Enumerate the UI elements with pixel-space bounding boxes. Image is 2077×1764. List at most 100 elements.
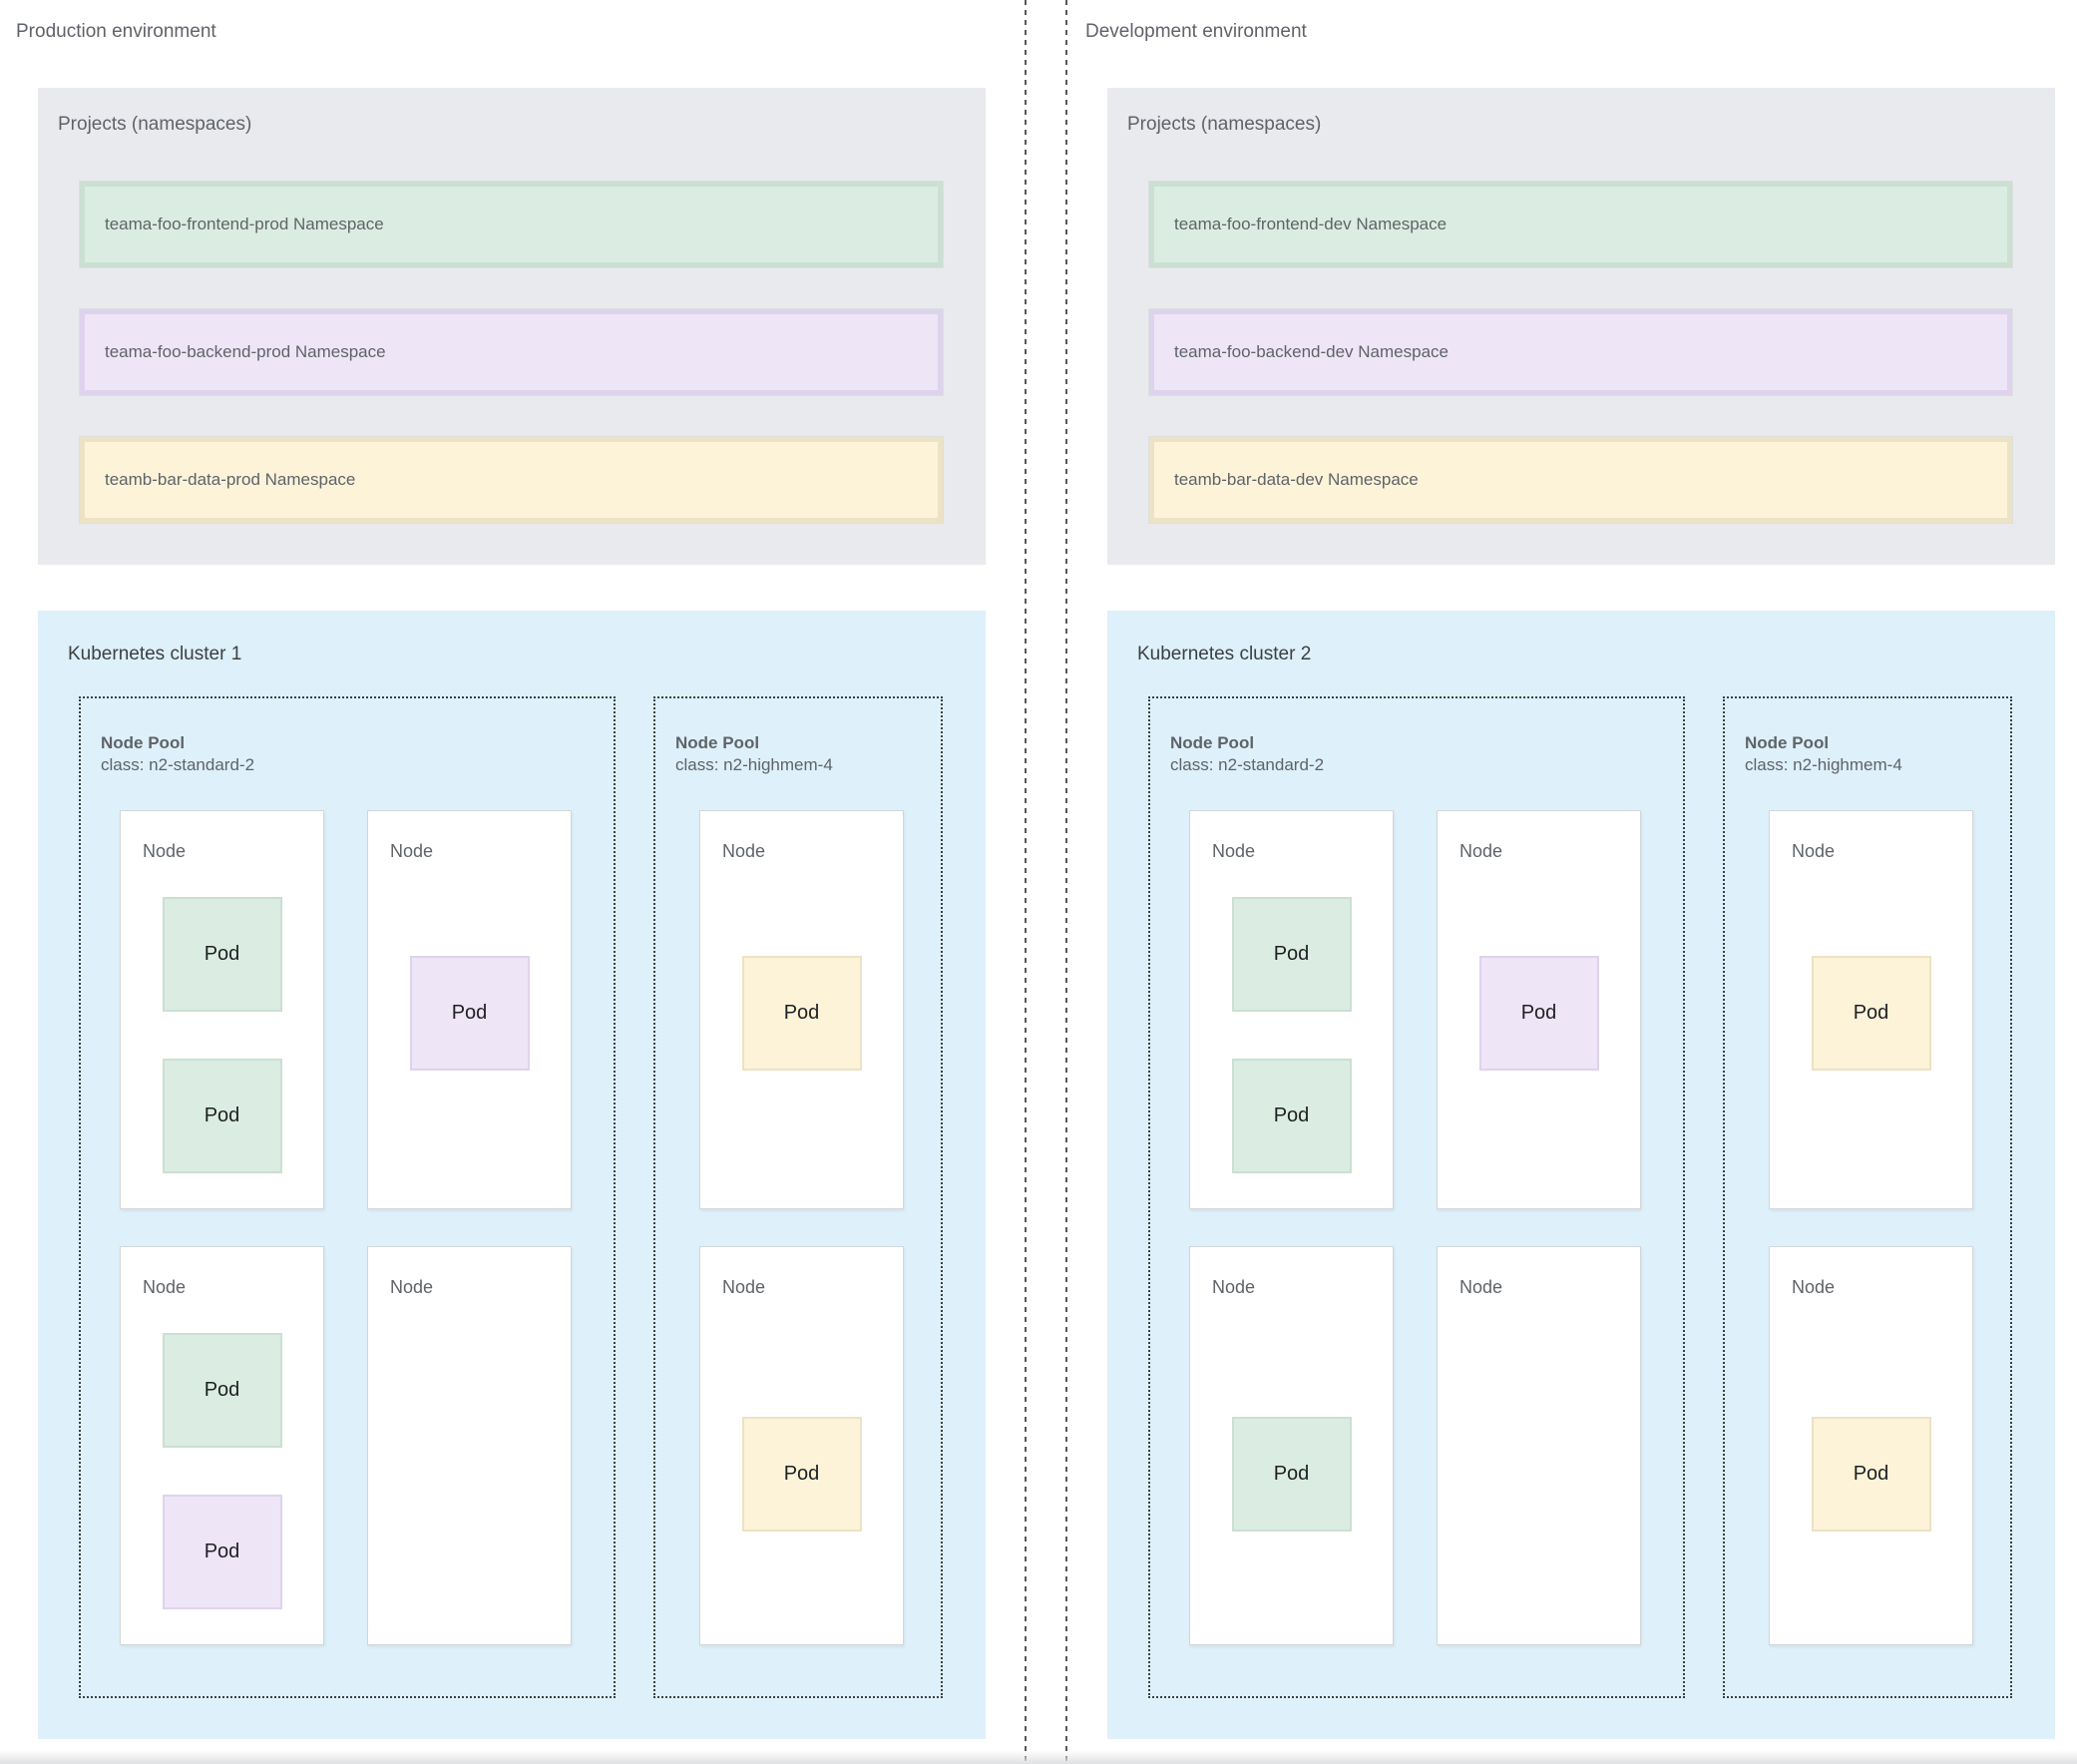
- node-pool-header: Node Pool class: n2-standard-2: [1170, 732, 1683, 776]
- pod: Pod: [741, 956, 862, 1071]
- node-grid: Node Pod Node Pod: [699, 810, 941, 1645]
- node-label: Node: [143, 841, 187, 861]
- node-pool-header: Node Pool class: n2-highmem-4: [1745, 732, 2010, 776]
- pod: Pod: [162, 1333, 282, 1448]
- pod-label: Pod: [783, 1002, 820, 1024]
- namespace-bar: teama-foo-backend-prod Namespace: [80, 309, 943, 395]
- namespace-bar: teama-foo-backend-dev Namespace: [1149, 309, 2012, 395]
- node-label: Node: [390, 1277, 434, 1297]
- node: Node Pod: [1437, 810, 1641, 1209]
- pod: Pod: [409, 956, 530, 1071]
- node-label: Node: [390, 841, 434, 861]
- namespace-label: teama-foo-frontend-dev Namespace: [1174, 215, 1448, 233]
- pod-label: Pod: [1520, 1002, 1557, 1024]
- node: Node Pod Pod: [120, 1246, 324, 1645]
- projects-title: Projects (namespaces): [1127, 114, 1322, 135]
- node: Node Pod: [699, 1246, 904, 1645]
- node-label: Node: [1459, 841, 1503, 861]
- node-label: Node: [722, 841, 766, 861]
- node-pool-class: class: n2-standard-2: [101, 755, 255, 774]
- window-bottom-shadow: [0, 1750, 2077, 1764]
- node-pool-title: Node Pool: [1745, 733, 1830, 752]
- kubernetes-cluster-box: Kubernetes cluster 1 Node Pool class: n2…: [38, 611, 986, 1739]
- namespace-bar: teamb-bar-data-prod Namespace: [80, 437, 943, 523]
- pod-label: Pod: [1853, 1002, 1889, 1024]
- environment-divider-line: [1025, 0, 1027, 1764]
- node-pool-highmem: Node Pool class: n2-highmem-4 Node Pod N…: [1723, 696, 2012, 1698]
- pod: Pod: [162, 897, 282, 1012]
- node-grid: Node Pod Pod Node Pod: [120, 810, 614, 1645]
- node: Node Pod: [1769, 1246, 1973, 1645]
- node-pool-class: class: n2-highmem-4: [1745, 755, 1902, 774]
- node-pool-standard: Node Pool class: n2-standard-2 Node Pod …: [79, 696, 616, 1698]
- node-grid: Node Pod Pod Node Pod: [1189, 810, 1683, 1645]
- pod-label: Pod: [204, 943, 240, 965]
- node-pool-header: Node Pool class: n2-standard-2: [101, 732, 614, 776]
- namespace-list: teama-foo-frontend-dev Namespace teama-f…: [1107, 182, 2055, 523]
- pod-label: Pod: [451, 1002, 488, 1024]
- pod-label: Pod: [1853, 1463, 1889, 1485]
- node-pool-standard: Node Pool class: n2-standard-2 Node Pod …: [1148, 696, 1685, 1698]
- node-pool-header: Node Pool class: n2-highmem-4: [675, 732, 941, 776]
- namespace-bar: teama-foo-frontend-dev Namespace: [1149, 182, 2012, 267]
- namespace-bar: teama-foo-frontend-prod Namespace: [80, 182, 943, 267]
- namespace-label: teama-foo-backend-dev Namespace: [1174, 342, 1449, 361]
- node-pool-class: class: n2-standard-2: [1170, 755, 1325, 774]
- node-pool-highmem: Node Pool class: n2-highmem-4 Node Pod N…: [653, 696, 943, 1698]
- node-pools-row: Node Pool class: n2-standard-2 Node Pod …: [79, 696, 986, 1698]
- node-pool-title: Node Pool: [675, 733, 760, 752]
- environment-divider-line: [1065, 0, 1067, 1764]
- kubernetes-cluster-box: Kubernetes cluster 2 Node Pool class: n2…: [1107, 611, 2055, 1739]
- node: Node Pod: [1769, 810, 1973, 1209]
- environment-title: Development environment: [1085, 21, 1307, 42]
- node-empty: Node: [367, 1246, 572, 1645]
- cluster-title: Kubernetes cluster 2: [1137, 644, 1312, 664]
- pod: Pod: [162, 1059, 282, 1173]
- pod: Pod: [1231, 1417, 1352, 1532]
- node: Node Pod Pod: [120, 810, 324, 1209]
- pod: Pod: [1811, 1417, 1931, 1532]
- pod-label: Pod: [204, 1379, 240, 1401]
- pod: Pod: [1478, 956, 1599, 1071]
- pod: Pod: [1811, 956, 1931, 1071]
- node: Node Pod: [1189, 1246, 1394, 1645]
- node-grid: Node Pod Node Pod: [1769, 810, 2010, 1645]
- node-pools-row: Node Pool class: n2-standard-2 Node Pod …: [1148, 696, 2055, 1698]
- pod: Pod: [1231, 1059, 1352, 1173]
- pod-label: Pod: [783, 1463, 820, 1485]
- node-empty: Node: [1437, 1246, 1641, 1645]
- node-label: Node: [1792, 841, 1836, 861]
- namespace-label: teama-foo-frontend-prod Namespace: [105, 215, 384, 233]
- node-label: Node: [143, 1277, 187, 1297]
- environment-title: Production environment: [16, 21, 216, 42]
- node-label: Node: [1792, 1277, 1836, 1297]
- node-label: Node: [1212, 1277, 1256, 1297]
- pod-label: Pod: [1273, 1104, 1310, 1126]
- namespace-label: teamb-bar-data-dev Namespace: [1174, 470, 1419, 489]
- node-pool-title: Node Pool: [101, 733, 186, 752]
- node-label: Node: [722, 1277, 766, 1297]
- projects-title: Projects (namespaces): [58, 114, 252, 135]
- pod-label: Pod: [1273, 1463, 1310, 1485]
- namespace-label: teama-foo-backend-prod Namespace: [105, 342, 386, 361]
- node: Node Pod: [367, 810, 572, 1209]
- node-label: Node: [1459, 1277, 1503, 1297]
- node-label: Node: [1212, 841, 1256, 861]
- node-pool-title: Node Pool: [1170, 733, 1255, 752]
- cluster-title: Kubernetes cluster 1: [68, 644, 242, 664]
- pod: Pod: [741, 1417, 862, 1532]
- projects-box: Projects (namespaces) teama-foo-frontend…: [1107, 88, 2055, 565]
- pod-label: Pod: [204, 1541, 240, 1562]
- pod: Pod: [162, 1495, 282, 1609]
- node: Node Pod: [699, 810, 904, 1209]
- environment-column-production: Production environment Projects (namespa…: [16, 0, 986, 1739]
- node: Node Pod Pod: [1189, 810, 1394, 1209]
- projects-box: Projects (namespaces) teama-foo-frontend…: [38, 88, 986, 565]
- node-pool-class: class: n2-highmem-4: [675, 755, 833, 774]
- pod-label: Pod: [204, 1104, 240, 1126]
- environment-column-development: Development environment Projects (namesp…: [1085, 0, 2055, 1739]
- pod-label: Pod: [1273, 943, 1310, 965]
- namespace-label: teamb-bar-data-prod Namespace: [105, 470, 356, 489]
- pod: Pod: [1231, 897, 1352, 1012]
- namespace-list: teama-foo-frontend-prod Namespace teama-…: [38, 182, 986, 523]
